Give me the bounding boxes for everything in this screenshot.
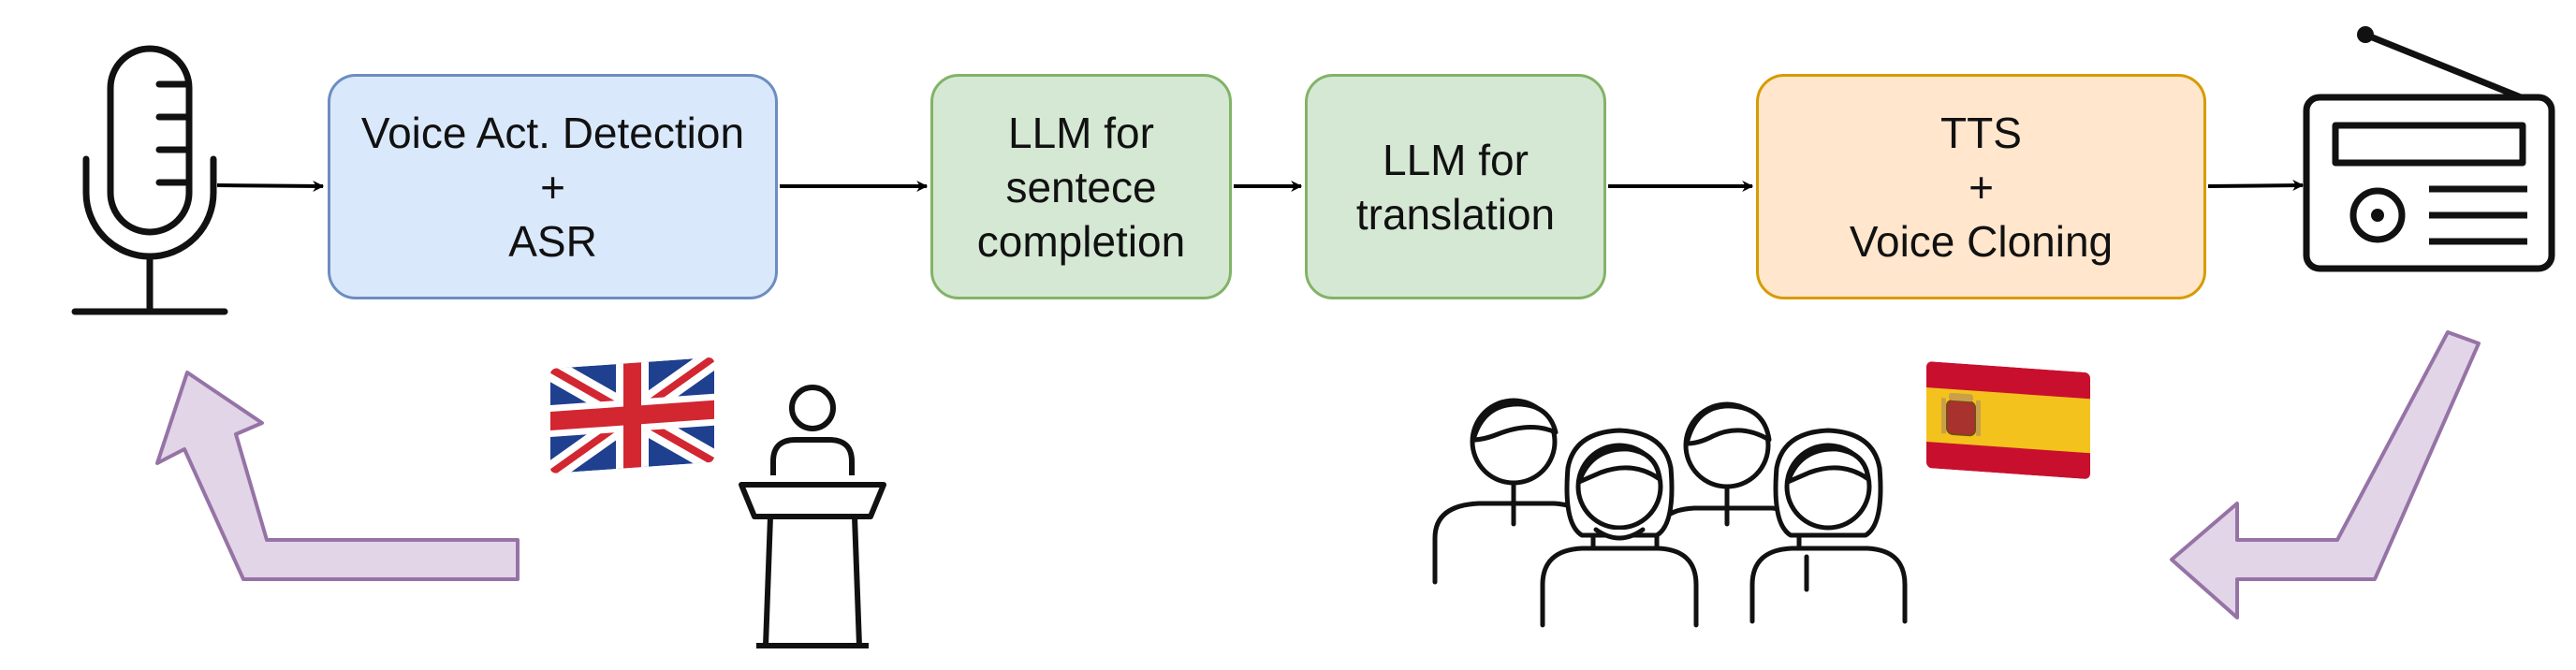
sentence-completion-line1: LLM for <box>1008 108 1154 157</box>
translation-box: LLM for translation <box>1305 74 1606 299</box>
audience-person-3 <box>1540 428 1699 628</box>
audience-person-1 <box>1432 398 1596 585</box>
vad-asr-line1: Voice Act. Detection <box>360 108 745 157</box>
translation-line1: LLM for <box>1383 135 1529 184</box>
uk-flag-icon <box>550 357 714 473</box>
tts-line3: Voice Cloning <box>1849 216 2114 266</box>
tts-line1: TTS <box>1940 108 2022 157</box>
flow-arrows <box>216 180 2305 192</box>
radio-icon <box>2303 26 2555 272</box>
audience-icon <box>1432 398 1908 628</box>
tts-line2: + <box>1969 162 1994 211</box>
translation-line2: translation <box>1355 189 1556 239</box>
sentence-completion-box: LLM for sentece completion <box>930 74 1232 299</box>
return-arrow-right <box>2170 330 2481 619</box>
sentence-completion-line2: sentece <box>1005 162 1157 211</box>
tts-voice-cloning-box: TTS + Voice Cloning <box>1756 74 2206 299</box>
audience-person-4 <box>1749 428 1908 624</box>
arrow-mic-to-vad <box>216 181 325 192</box>
vad-asr-line2: + <box>540 162 565 211</box>
arrow-tts-to-radio <box>2207 180 2305 191</box>
speaker-at-podium-icon <box>739 385 886 648</box>
vad-asr-box: Voice Act. Detection + ASR <box>328 74 778 299</box>
sentence-completion-line3: completion <box>976 216 1186 266</box>
vad-asr-line3: ASR <box>508 216 597 266</box>
spain-flag-icon <box>1926 361 2090 480</box>
microphone-icon <box>71 45 228 315</box>
return-arrow-left <box>155 371 520 581</box>
audience-person-2 <box>1654 401 1802 577</box>
